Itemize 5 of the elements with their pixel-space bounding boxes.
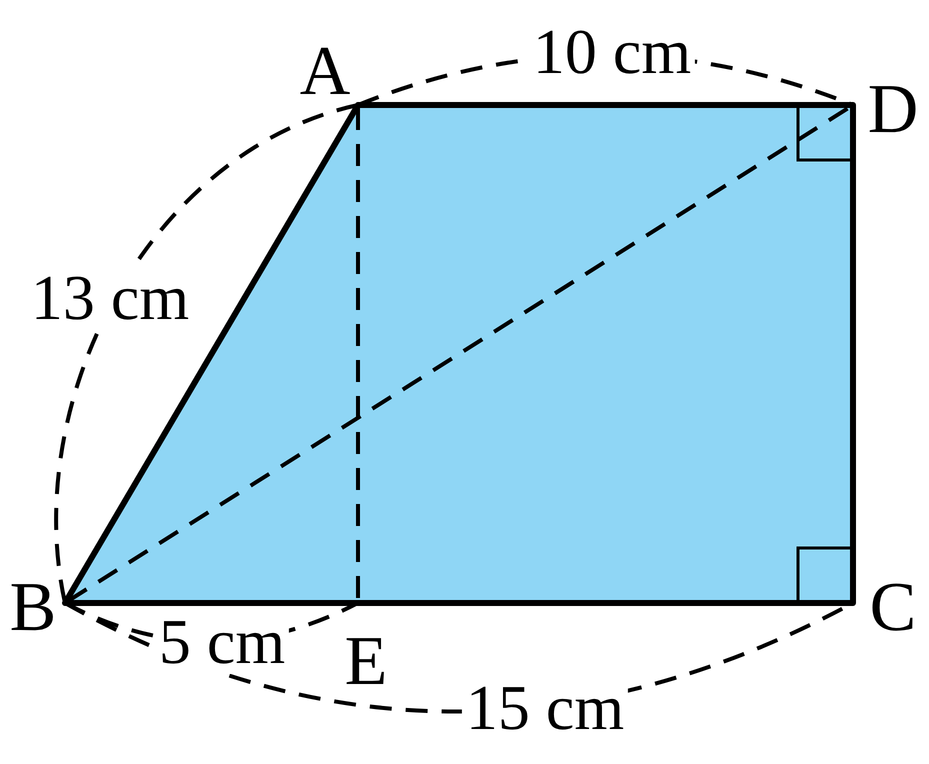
point-label: A: [300, 37, 350, 107]
point-label: D: [868, 75, 918, 145]
point-label: C: [870, 573, 916, 643]
point-label: E: [344, 627, 388, 697]
point-label: B: [10, 573, 56, 643]
